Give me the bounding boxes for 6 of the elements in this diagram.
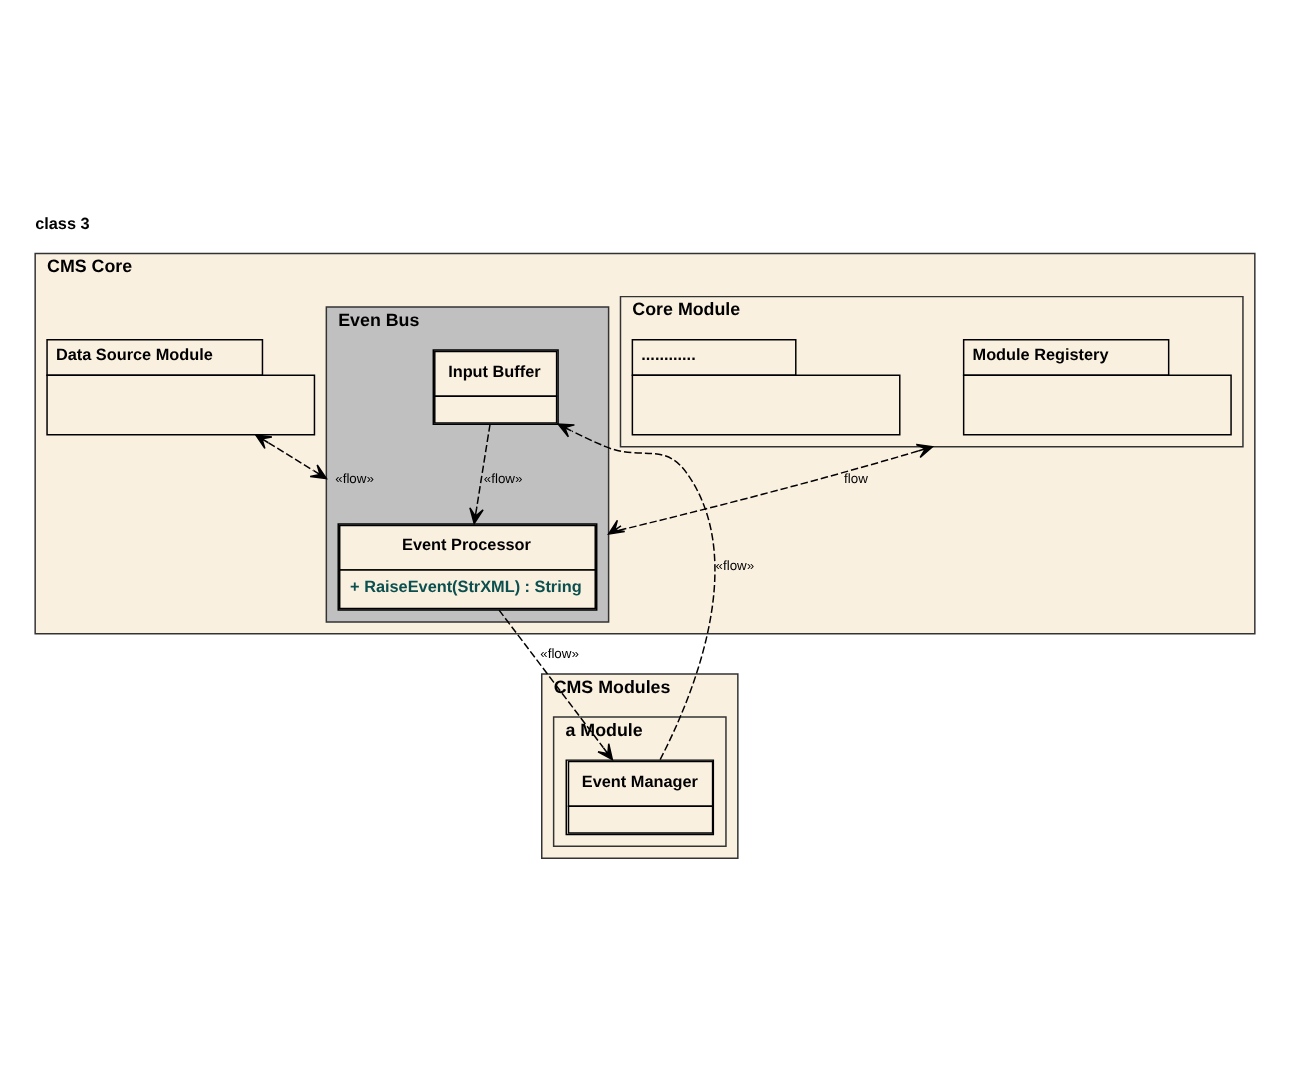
- arrow: [469, 423, 491, 525]
- arrow: [557, 423, 716, 761]
- arrow: [254, 434, 328, 480]
- arrow: [498, 609, 614, 761]
- arrow: [607, 443, 934, 535]
- diagram-title: class 3: [35, 215, 90, 234]
